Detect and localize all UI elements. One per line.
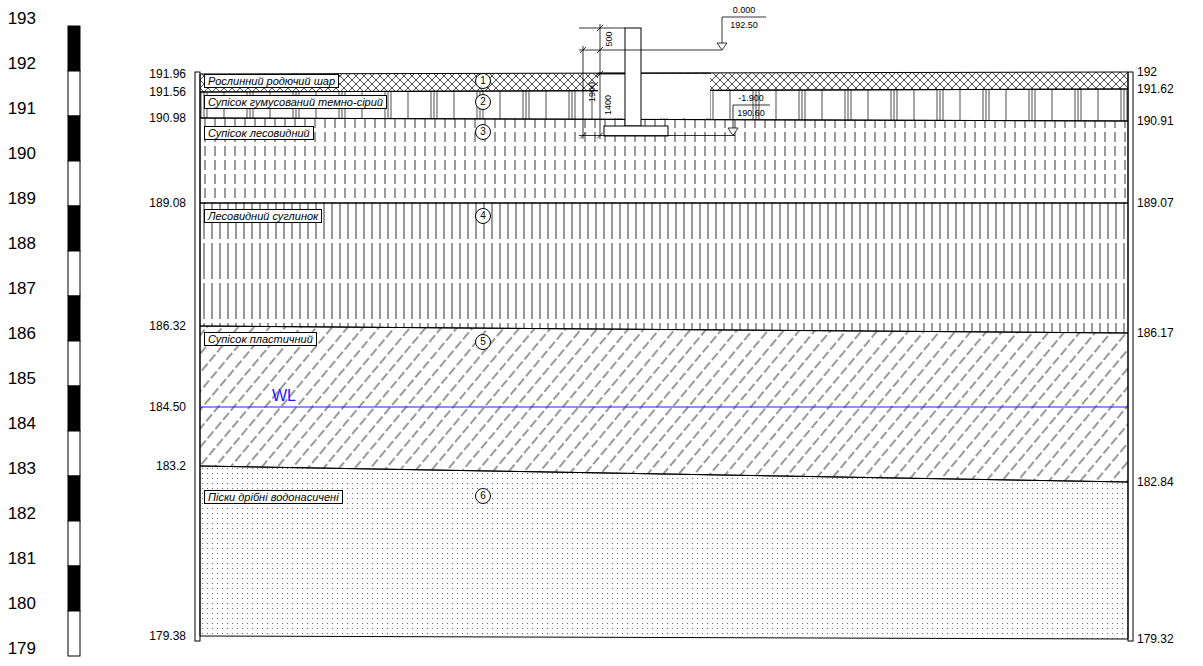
scale-value: 192 — [8, 55, 36, 72]
scale-value: 190 — [8, 145, 36, 162]
scale-value: 189 — [8, 190, 36, 207]
level-mark: 190.60 — [737, 109, 765, 118]
scale-value: 186 — [8, 325, 36, 342]
ground-line — [598, 73, 710, 74]
elevation-label: 179.38 — [149, 630, 186, 642]
elevation-label: 189.08 — [149, 197, 186, 209]
level-mark: 0.000 — [733, 6, 756, 15]
soil-layer-band: Піски дрібні водонасичені 6 — [200, 466, 1128, 639]
foundation-pit — [598, 74, 710, 118]
scale-value: 187 — [8, 280, 36, 297]
dimension-value: 1400 — [604, 95, 613, 115]
layer-name: Піски дрібні водонасичені — [204, 490, 343, 504]
scale-segment — [68, 386, 80, 431]
callout-number: 1 — [475, 73, 491, 89]
callout-number: 3 — [475, 124, 491, 140]
level-mark: 192.50 — [730, 21, 758, 30]
scale-segment — [68, 26, 80, 71]
level-marks — [717, 17, 770, 136]
elevation-label: 182.84 — [1137, 476, 1174, 488]
scale-value: 188 — [8, 235, 36, 252]
layer-name: Рослинний родючий шар — [204, 74, 339, 88]
scale-segment — [68, 161, 80, 206]
dimension-lines — [579, 24, 735, 139]
elevation-label: 192 — [1137, 66, 1157, 78]
scale-segment — [68, 341, 80, 386]
elevation-scale — [68, 26, 80, 656]
scale-segment — [68, 71, 80, 116]
scale-segment — [68, 116, 80, 161]
layer-outline — [200, 118, 1128, 203]
scale-value: 179 — [8, 640, 36, 657]
section-frame — [1128, 72, 1133, 641]
layer-outline — [200, 203, 1128, 333]
scale-value: 193 — [8, 10, 36, 27]
scale-segment — [68, 251, 80, 296]
scale-value: 191 — [8, 100, 36, 117]
layer-name: Лесовидний суглинок — [204, 209, 322, 223]
scale-segment — [68, 521, 80, 566]
callout-number: 2 — [475, 94, 491, 110]
callout-number: 5 — [475, 334, 491, 350]
scale-segment — [68, 296, 80, 341]
foundation — [604, 28, 668, 136]
section-frame — [195, 72, 200, 641]
elevation-label: 191.56 — [149, 86, 186, 98]
scale-segment — [68, 611, 80, 656]
water-level-label: WL — [272, 388, 296, 404]
callout-number: 4 — [475, 208, 491, 224]
scale-segment — [68, 206, 80, 251]
scale-value: 181 — [8, 550, 36, 567]
elevation-label: 191.62 — [1137, 83, 1174, 95]
elevation-label: 189.07 — [1137, 197, 1174, 209]
dimension-value: 1900 — [588, 82, 597, 102]
callout-number: 6 — [475, 488, 491, 504]
scale-segment — [68, 476, 80, 521]
scale-value: 182 — [8, 505, 36, 522]
layer-name: Супісок гумусований темно-сірий — [204, 95, 387, 109]
layer-outline — [200, 326, 1128, 482]
scale-value: 184 — [8, 415, 36, 432]
layer-fill — [200, 326, 1128, 482]
layer-name: Супісок пластичний — [204, 332, 317, 346]
elevation-label: 183.2 — [156, 460, 186, 472]
elevation-label: 190.91 — [1137, 115, 1174, 127]
elevation-label: 186.17 — [1137, 327, 1174, 339]
layer-name: Супісок лесовидний — [204, 126, 314, 140]
elevation-label: 184.50 — [149, 401, 186, 413]
scale-value: 183 — [8, 460, 36, 477]
level-mark: -1.900 — [738, 94, 764, 103]
scale-segment — [68, 431, 80, 476]
elevation-label: 186.32 — [149, 320, 186, 332]
elevation-label: 179.32 — [1137, 633, 1174, 645]
scale-value: 185 — [8, 370, 36, 387]
scale-value: 180 — [8, 595, 36, 612]
layer-outline — [200, 466, 1128, 639]
scale-segment — [68, 566, 80, 611]
elevation-label: 191.96 — [149, 68, 186, 80]
soil-layer-band: Лесовидний суглинок 4 — [200, 203, 1128, 333]
elevation-label: 190.98 — [149, 112, 186, 124]
dimension-value: 500 — [605, 31, 614, 46]
layer-fill — [200, 203, 1128, 333]
water-level-line — [200, 406, 1128, 407]
soil-layer-band: Супісок пластичний 5 — [200, 326, 1128, 482]
